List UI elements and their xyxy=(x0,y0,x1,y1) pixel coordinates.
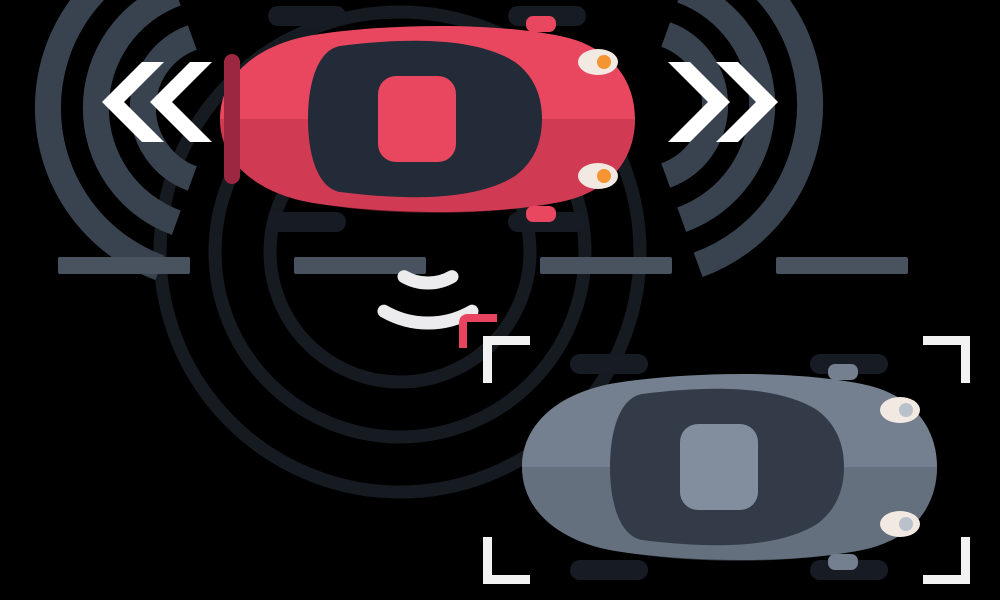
headlight-bulb xyxy=(899,517,913,531)
rear-spoiler xyxy=(224,54,240,184)
detection-frame-corner-bl xyxy=(483,537,530,584)
side-mirror xyxy=(526,16,556,32)
left-chevrons-icon xyxy=(102,62,212,142)
car-roof xyxy=(680,424,758,510)
gray-car xyxy=(492,352,952,582)
sonar-waves-icon xyxy=(377,270,479,330)
headlights xyxy=(880,397,920,537)
right-fan-arc-3 xyxy=(693,0,824,278)
side-mirror xyxy=(526,206,556,222)
sonar-arc-small xyxy=(397,270,459,290)
chevron-left-1 xyxy=(102,62,164,142)
target-bracket-icon xyxy=(459,314,497,348)
sonar-arc-large xyxy=(377,304,479,330)
detection-frame-corner-br xyxy=(923,537,970,584)
chevron-left-2 xyxy=(150,62,212,142)
lane-dash-3 xyxy=(540,257,672,274)
lane-dash-2 xyxy=(294,257,426,274)
left-fan-arc-2 xyxy=(82,0,181,235)
lane-dash-4 xyxy=(776,257,908,274)
headlights xyxy=(578,49,618,189)
right-chevrons-icon xyxy=(668,62,778,142)
detection-frame-corner-tl xyxy=(483,336,530,383)
wheel xyxy=(268,6,346,26)
side-mirror xyxy=(828,364,858,380)
chevron-right-2 xyxy=(716,62,778,142)
headlight-bulb xyxy=(597,169,611,183)
wheel xyxy=(570,354,648,374)
left-sensor-fan xyxy=(34,0,198,281)
lane-marking xyxy=(58,257,908,274)
chevron-right-1 xyxy=(668,62,730,142)
side-mirror xyxy=(828,554,858,570)
wheel xyxy=(268,212,346,232)
lane-dash-1 xyxy=(58,257,190,274)
left-fan-arc-1 xyxy=(129,25,198,191)
sonar-ring-3 xyxy=(153,5,647,499)
gray-car-graphic xyxy=(522,354,937,580)
detection-frame-corner-tr xyxy=(923,336,970,383)
red-car xyxy=(190,4,650,234)
headlight-bulb xyxy=(597,55,611,69)
left-fan-arc-3 xyxy=(34,0,165,281)
car-roof xyxy=(378,76,456,162)
headlight-bulb xyxy=(899,403,913,417)
red-car-graphic xyxy=(220,6,635,232)
wheel xyxy=(570,560,648,580)
